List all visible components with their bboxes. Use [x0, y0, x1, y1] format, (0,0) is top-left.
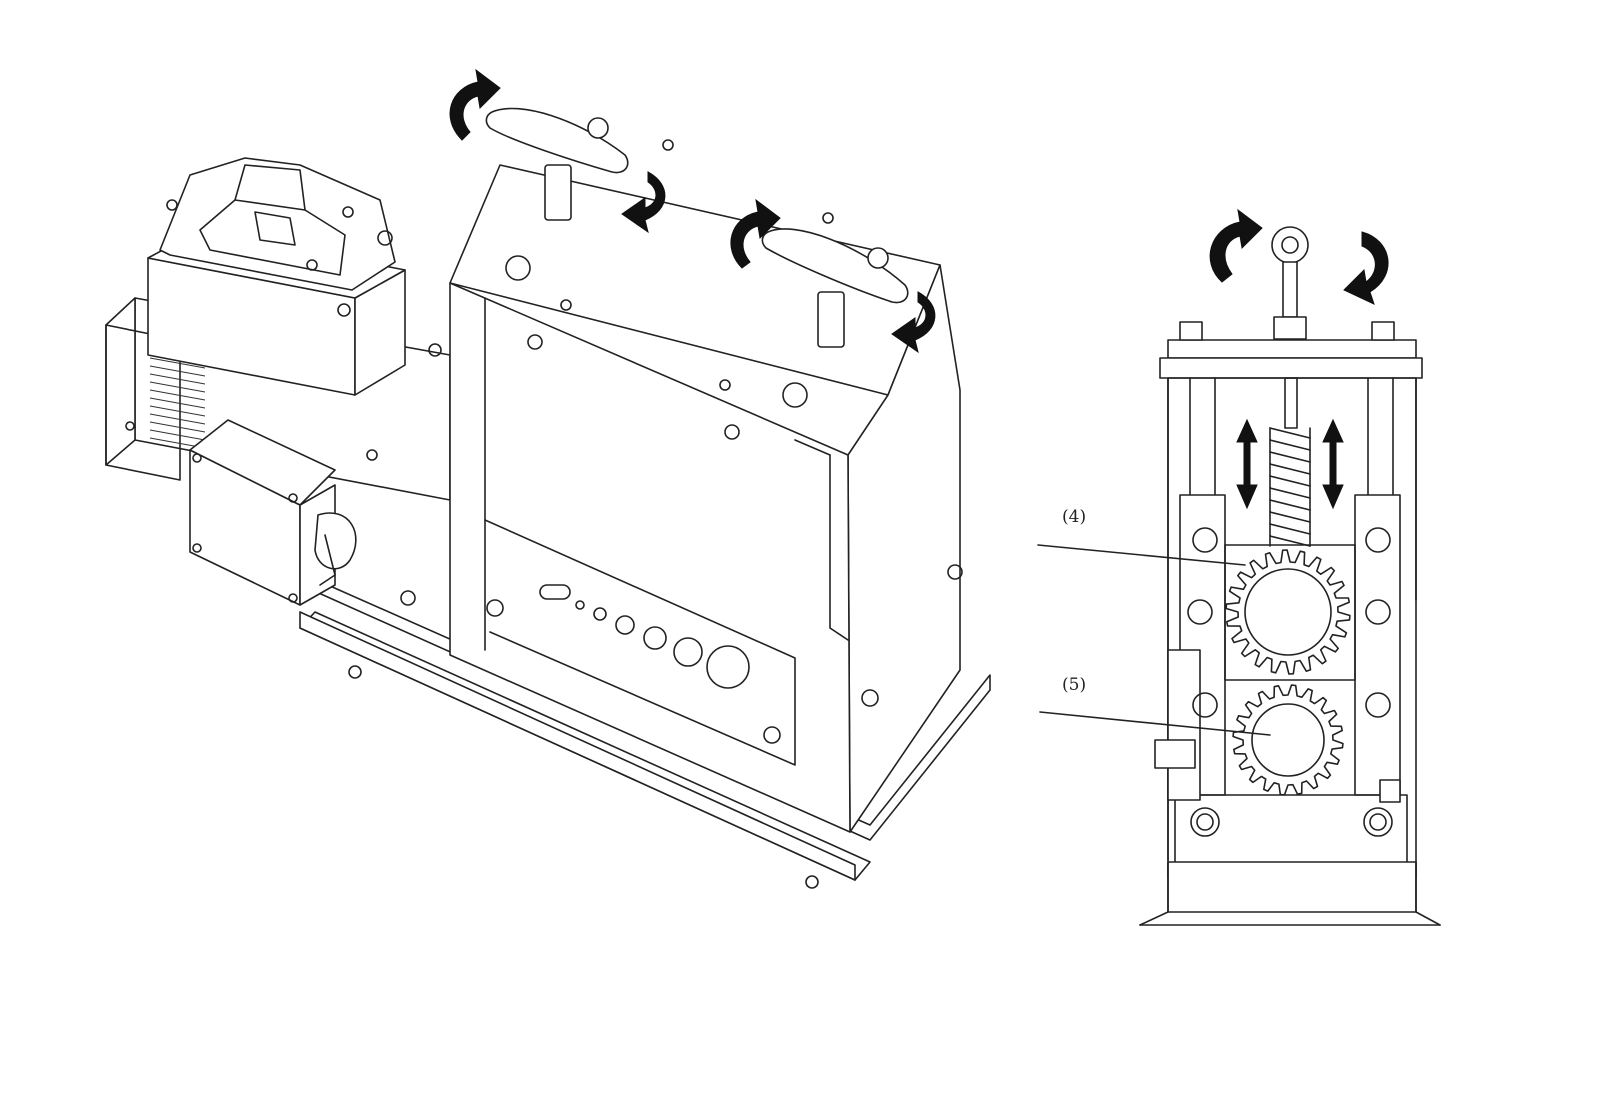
terminal-box [189, 343, 442, 606]
gear-hub [1251, 703, 1325, 777]
callout-4-label: (4) [1062, 507, 1086, 527]
callout-5-label: (5) [1062, 675, 1086, 695]
double-vertical-arrow-icon [1236, 418, 1258, 510]
gear-teeth [1232, 684, 1344, 796]
rotate-ccw-arrow-icon [449, 68, 501, 141]
rotate-cw-arrow-icon [621, 171, 666, 234]
rotate-cw-arrow-icon [891, 291, 936, 354]
gear-hub [1244, 568, 1332, 656]
callout-leader-5 [1039, 711, 1271, 736]
spring [1269, 377, 1311, 547]
frame-nuts [1187, 527, 1393, 837]
rotate-cw-arrow-icon [1343, 231, 1389, 305]
t-handle-right [761, 228, 909, 348]
base-plate [299, 577, 991, 889]
frame [1139, 321, 1441, 926]
rotate-ccw-arrow-icon [730, 198, 781, 269]
t-handle-left [485, 107, 629, 221]
switch-box [147, 157, 406, 396]
machine-isometric-view [105, 68, 991, 889]
callout-leader-4 [1037, 544, 1246, 566]
gear-teeth [1225, 549, 1351, 675]
upper-gear [1225, 549, 1351, 675]
eye-bolt [1271, 226, 1309, 340]
rotate-ccw-arrow-icon [1209, 208, 1263, 283]
lower-gear [1232, 684, 1344, 796]
gearbox-front-view: (4) (5) [1037, 208, 1441, 926]
double-vertical-arrow-icon [1322, 418, 1344, 510]
